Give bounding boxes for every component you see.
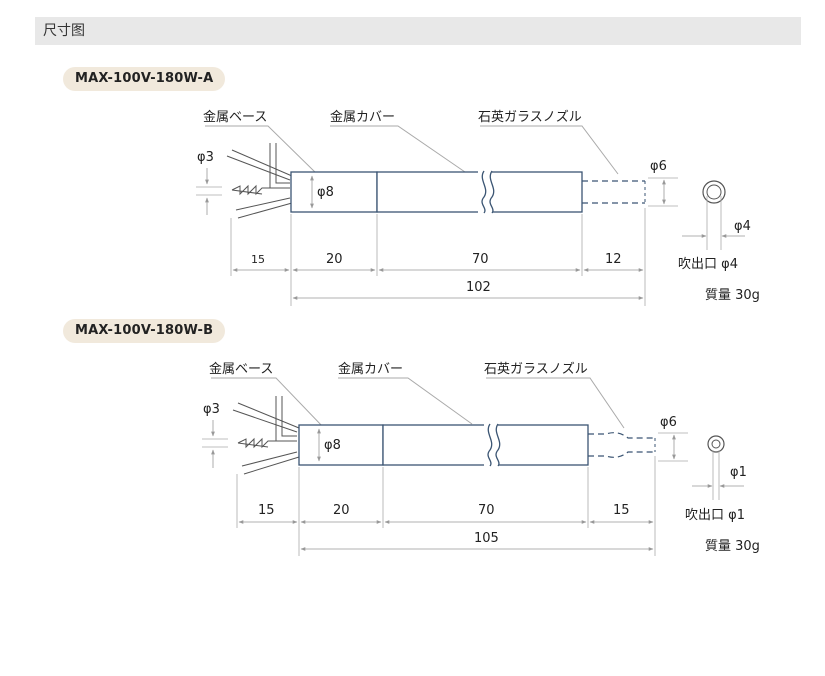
wire-bottom-b xyxy=(241,451,300,475)
dim-nozzle-inner-a: φ4 xyxy=(734,219,751,234)
nozzle-a xyxy=(582,180,645,204)
wire-bend-b xyxy=(275,396,297,442)
drawing-b: 金属ベース 金属カバー 石英ガラスノズル φ3 φ8 φ6 xyxy=(202,361,760,556)
leader-cover-b xyxy=(338,377,473,425)
dim-len-base-b: 20 xyxy=(333,503,350,518)
dim-len-total-a: 102 xyxy=(466,280,491,295)
outlet-inner-circle-a xyxy=(706,184,722,200)
model-name-b: MAX-100V-180W-B xyxy=(63,319,226,343)
dim-body-diameter-a: φ8 xyxy=(317,185,334,200)
dim-wire-diameter-a: φ3 xyxy=(197,150,214,165)
nozzle-b xyxy=(588,432,655,458)
dim-len-base-a: 20 xyxy=(326,252,343,267)
dim-nozzle-inner-b: φ1 xyxy=(730,465,747,480)
label-metal-base-b: 金属ベース xyxy=(209,361,273,377)
break-line-1-a xyxy=(481,170,487,214)
mass-label-a: 質量 30g xyxy=(705,288,760,303)
wire-bottom-a xyxy=(235,197,293,219)
dim-len-wire-a: 15 xyxy=(251,253,265,266)
mass-label-b: 質量 30g xyxy=(705,539,760,554)
break-line-2-b xyxy=(495,423,501,467)
leader-base-b xyxy=(211,377,325,429)
dim-len-cover-b: 70 xyxy=(478,503,495,518)
dim-nozzle-outer-b: φ6 xyxy=(660,415,677,430)
label-metal-base-a: 金属ベース xyxy=(203,109,267,125)
label-quartz-nozzle-b: 石英ガラスノズル xyxy=(484,361,588,377)
connector-b xyxy=(237,437,297,449)
wire-bend-a xyxy=(269,143,290,189)
label-metal-cover-a: 金属カバー xyxy=(330,109,395,125)
dim-nozzle-outer-a: φ6 xyxy=(650,159,667,174)
drawing-a: 金属ベース 金属カバー 石英ガラスノズル φ3 φ8 φ6 xyxy=(196,109,760,306)
metal-base-b xyxy=(298,424,384,466)
break-line-1-b xyxy=(487,423,493,467)
dim-wire-diameter-b: φ3 xyxy=(203,402,220,417)
outlet-outer-circle-a xyxy=(702,180,726,204)
dim-len-nozzle-b: 15 xyxy=(613,503,630,518)
outlet-inner-circle-b xyxy=(711,439,721,449)
leader-cover-a xyxy=(330,125,466,173)
label-metal-cover-b: 金属カバー xyxy=(338,361,403,377)
dim-len-nozzle-a: 12 xyxy=(605,252,622,267)
connector-a xyxy=(231,184,290,196)
leader-nozzle-b xyxy=(486,377,625,429)
wire-top-b xyxy=(232,402,300,433)
dim-len-total-b: 105 xyxy=(474,531,499,546)
dim-len-cover-a: 70 xyxy=(472,252,489,267)
dim-body-diameter-b: φ8 xyxy=(324,438,341,453)
section-title: 尺寸图 xyxy=(35,17,801,45)
break-line-2-a xyxy=(489,170,495,214)
metal-base-a xyxy=(290,171,378,213)
outlet-outer-circle-b xyxy=(707,435,725,453)
outlet-label-a: 吹出口 φ4 xyxy=(678,257,738,272)
leader-nozzle-a xyxy=(480,125,619,175)
outlet-label-b: 吹出口 φ1 xyxy=(685,508,745,523)
model-name-a: MAX-100V-180W-A xyxy=(63,67,226,91)
label-quartz-nozzle-a: 石英ガラスノズル xyxy=(478,109,582,125)
dim-len-wire-b: 15 xyxy=(258,503,275,518)
wire-top-a xyxy=(226,149,293,181)
leader-base-a xyxy=(205,125,319,176)
